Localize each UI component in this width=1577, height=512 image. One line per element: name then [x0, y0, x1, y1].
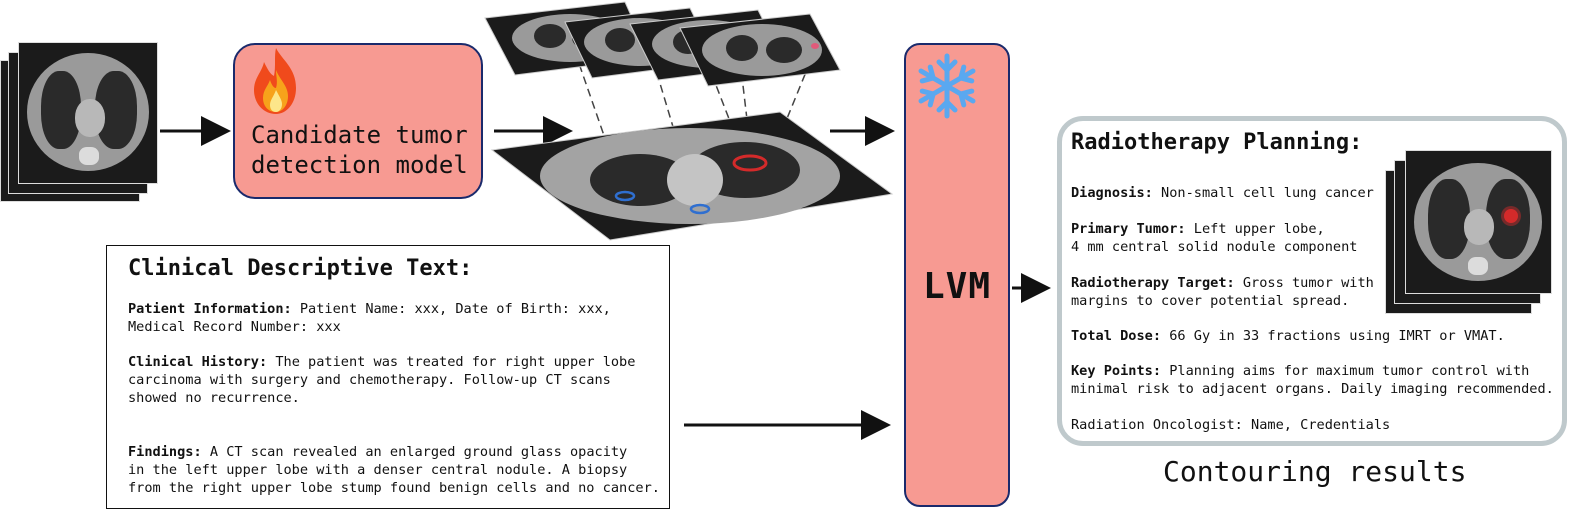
lvm-box	[904, 43, 1010, 507]
candidate-slices	[484, 1, 894, 241]
clinical-paragraph-patient-info: Patient Information: Patient Name: xxx, …	[128, 301, 611, 335]
plan-item-primary-tumor: Primary Tumor: Left upper lobe, 4 mm cen…	[1071, 221, 1358, 255]
clinical-title: Clinical Descriptive Text:	[128, 256, 473, 281]
plan-item-key-points: Key Points: Planning aims for maximum tu…	[1071, 363, 1554, 397]
fire-icon	[254, 48, 296, 114]
clinical-text-box	[106, 245, 670, 509]
plan-title: Radiotherapy Planning:	[1071, 130, 1363, 155]
plan-item-dose: Total Dose: 66 Gy in 33 fractions using …	[1071, 328, 1505, 344]
plan-item-target: Radiotherapy Target: Gross tumor with ma…	[1071, 275, 1374, 309]
plan-item-diagnosis: Diagnosis: Non-small cell lung cancer	[1071, 185, 1374, 201]
model-label-line: Candidate tumor	[251, 121, 468, 149]
input-ct-stack	[0, 42, 160, 202]
ct-slice-image	[1405, 150, 1552, 294]
ct-slice-image	[18, 42, 158, 184]
detection-model-box	[233, 43, 483, 199]
detection-model-label: Candidate tumor detection model	[251, 120, 481, 180]
plan-signature: Radiation Oncologist: Name, Credentials	[1071, 417, 1391, 433]
model-label-line: detection model	[251, 151, 468, 179]
clinical-paragraph-history: Clinical History: The patient was treate…	[128, 354, 636, 406]
clinical-paragraph-findings: Findings: A CT scan revealed an enlarged…	[128, 444, 660, 496]
snowflake-icon	[918, 53, 976, 119]
result-ct-stack	[1385, 150, 1555, 315]
lvm-label: LVM	[922, 266, 992, 307]
contouring-results-label: Contouring results	[1163, 455, 1467, 488]
